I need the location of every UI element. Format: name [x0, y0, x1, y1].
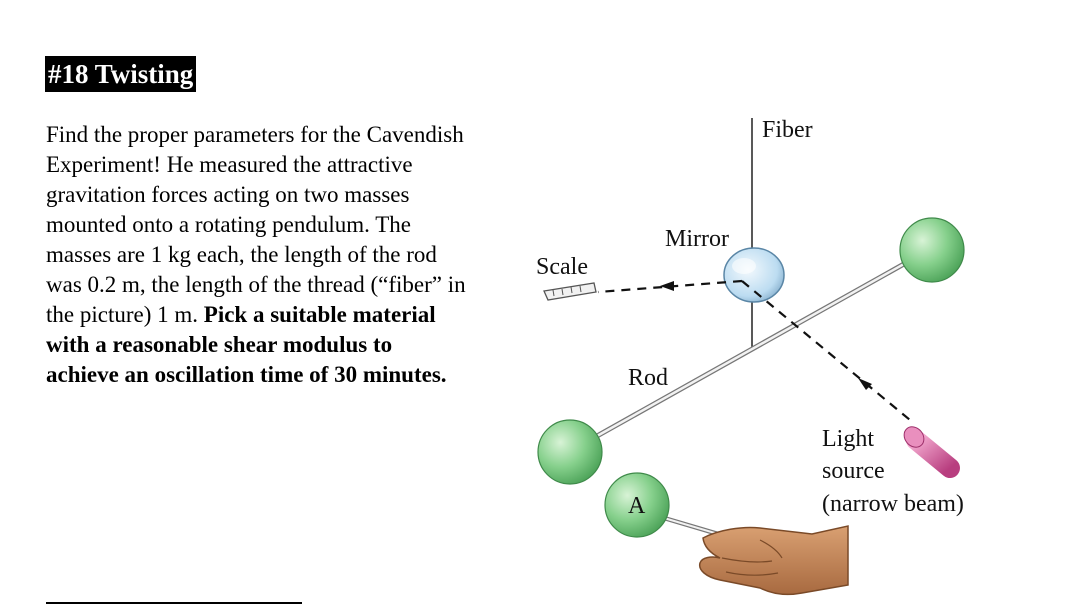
label-light-line1: Light: [822, 426, 874, 452]
beam-arrow-incoming: [858, 378, 872, 390]
light-beam-incoming: [741, 280, 911, 421]
rod: [569, 252, 923, 453]
label-light-line3: (narrow beam): [822, 491, 964, 517]
label-mass-a: A: [628, 493, 646, 519]
problem-text-normal: Find the proper parameters for the Caven…: [46, 122, 466, 327]
hand: [698, 525, 849, 596]
section-title: #18 Twisting: [45, 56, 197, 92]
scale: [543, 282, 597, 301]
label-rod: Rod: [628, 365, 668, 391]
beam-arrow-reflected: [660, 281, 674, 291]
light-source: [903, 426, 960, 478]
mirror: [723, 247, 785, 303]
label-mirror: Mirror: [665, 226, 729, 252]
problem-text: Find the proper parameters for the Caven…: [46, 120, 466, 390]
label-scale: Scale: [536, 254, 588, 280]
label-light-line2: source: [822, 458, 885, 484]
footnote-separator: [46, 602, 302, 604]
label-fiber: Fiber: [762, 117, 813, 143]
large-sphere-top-right: [899, 217, 965, 283]
large-sphere-left: [537, 419, 603, 485]
problem-text-bold: Pick a suitable material with a reasonab…: [46, 302, 447, 387]
